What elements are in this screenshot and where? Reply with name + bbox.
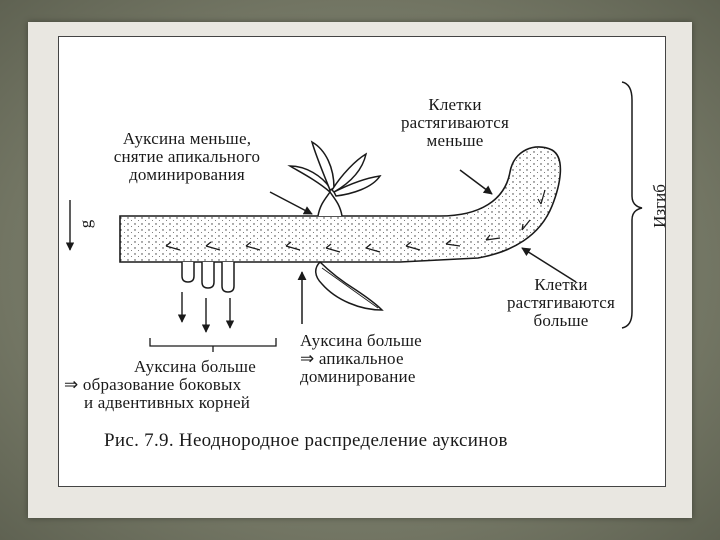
root-arrows xyxy=(182,292,230,332)
roots xyxy=(182,262,234,292)
label-more-auxin-apical: Ауксина больше ⇒ апикальное доминировани… xyxy=(300,332,480,386)
label-gravity: g xyxy=(76,214,96,234)
lower-leaf xyxy=(316,262,382,310)
label-less-auxin-top: Ауксина меньше, снятие апикального домин… xyxy=(92,130,282,184)
label-more-auxin-roots-3: и адвентивных корней xyxy=(84,394,304,412)
label-cells-stretch-less: Клетки растягиваются меньше xyxy=(380,96,530,150)
figure-caption: Рис. 7.9. Неоднородное распределение аук… xyxy=(104,430,644,452)
label-cells-stretch-more: Клетки растягиваются больше xyxy=(486,276,636,330)
label-more-auxin-roots-2: ⇒ образование боковых xyxy=(64,376,304,394)
axillary-bud xyxy=(290,142,380,216)
bottom-brace xyxy=(150,338,276,352)
top-cells-arrow xyxy=(460,170,492,194)
label-more-auxin-roots-1: Ауксина больше xyxy=(100,358,290,376)
bud-arrow xyxy=(270,192,312,214)
label-bend: Изгиб xyxy=(650,176,670,236)
